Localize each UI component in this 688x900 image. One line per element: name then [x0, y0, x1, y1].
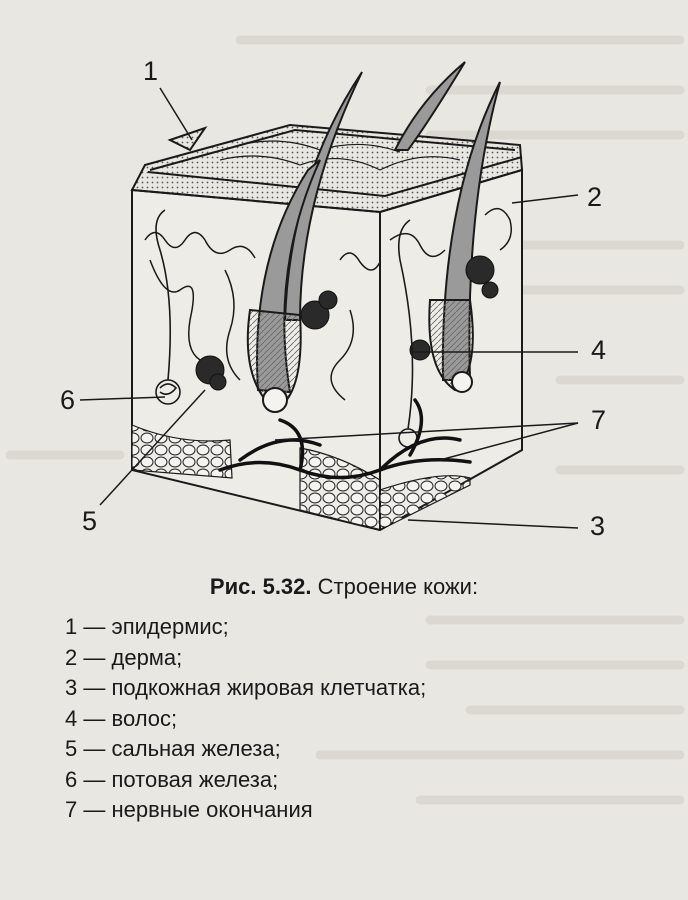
- legend-dash: —: [83, 766, 106, 792]
- figure-legend: 1 — эпидермис; 2 — дерма; 3 — подкожная …: [65, 612, 426, 826]
- callout-label-2: 2: [587, 182, 603, 212]
- legend-text: эпидермис;: [111, 614, 229, 639]
- legend-text: нервные окончания: [111, 797, 313, 822]
- legend-item: 4 — волос;: [65, 704, 426, 735]
- legend-dash: —: [83, 705, 106, 731]
- callout-label-3: 3: [590, 511, 606, 541]
- hair-follicles: [246, 299, 474, 413]
- legend-number: 4: [65, 705, 78, 731]
- legend-item: 5 — сальная железа;: [65, 734, 426, 765]
- callout-label-4: 4: [591, 335, 607, 365]
- legend-number: 5: [65, 736, 78, 761]
- legend-text: потовая железа;: [111, 766, 279, 792]
- figure-number: Рис. 5.32.: [209, 574, 312, 599]
- subcutaneous-fat: [131, 424, 471, 531]
- legend-dash: —: [83, 644, 106, 670]
- legend-dash: —: [83, 797, 106, 822]
- callout-label-1: 1: [143, 56, 159, 86]
- legend-number: 2: [65, 644, 78, 670]
- legend-item: 3 — подкожная жировая клетчатка;: [65, 673, 426, 704]
- legend-number: 6: [65, 766, 78, 792]
- legend-text: волос;: [111, 705, 178, 731]
- callout-label-7: 7: [591, 405, 607, 435]
- blood-vessels: [144, 207, 512, 401]
- legend-item: 6 — потовая железа;: [65, 765, 426, 796]
- legend-dash: —: [83, 614, 106, 639]
- legend-item: 1 — эпидермис;: [65, 612, 426, 643]
- legend-item: 7 — нервные окончания: [65, 795, 426, 826]
- legend-number: 7: [65, 797, 78, 822]
- skin-structure-diagram: [79, 61, 579, 532]
- figure-caption: Рис. 5.32. Строение кожи:: [0, 572, 688, 602]
- legend-text: дерма;: [111, 644, 183, 670]
- legend-text: подкожная жировая клетчатка;: [111, 675, 427, 700]
- legend-dash: —: [83, 736, 106, 761]
- callout-label-6: 6: [60, 385, 76, 415]
- legend-text: сальная железа;: [111, 736, 281, 761]
- legend-number: 3: [65, 675, 78, 700]
- legend-dash: —: [83, 675, 106, 700]
- legend-number: 1: [65, 614, 78, 639]
- figure-title: Строение кожи:: [317, 574, 479, 599]
- legend-item: 2 — дерма;: [65, 643, 426, 674]
- nerve-endings: [218, 398, 472, 480]
- callout-label-5: 5: [82, 506, 98, 536]
- callout-lines: [79, 87, 579, 529]
- sebaceous-glands: [195, 255, 499, 391]
